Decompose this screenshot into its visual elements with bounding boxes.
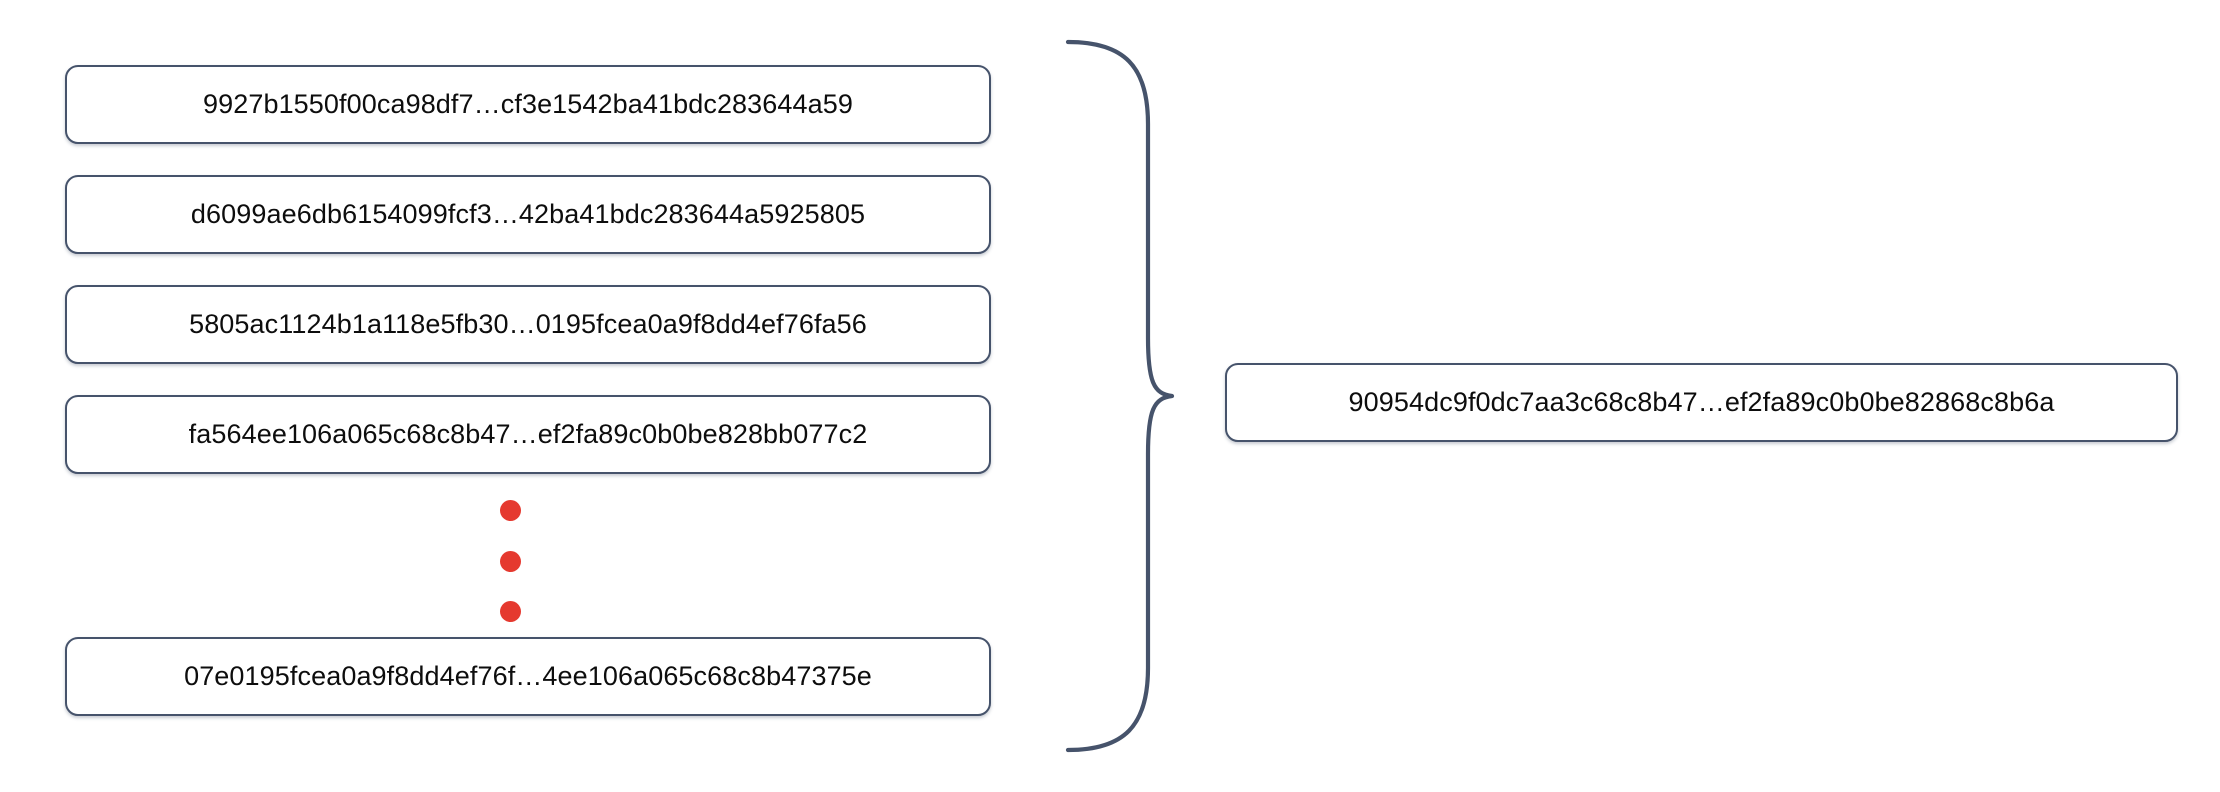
input-hash-box[interactable]: fa564ee106a065c68c8b47…ef2fa89c0b0be828b… [65,395,991,474]
input-hash-label: fa564ee106a065c68c8b47…ef2fa89c0b0be828b… [188,419,868,449]
input-hash-label: 07e0195fcea0a9f8dd4ef76f…4ee106a065c68c8… [184,661,872,691]
ellipsis-dot [499,601,521,622]
vertical-ellipsis-icon [498,500,522,622]
input-hash-box[interactable]: 07e0195fcea0a9f8dd4ef76f…4ee106a065c68c8… [65,637,991,716]
curly-brace-icon [1050,20,1200,770]
input-hash-label: 9927b1550f00ca98df7…cf3e1542ba41bdc28364… [202,89,853,119]
ellipsis-dot [499,500,521,521]
output-hash-label: 90954dc9f0dc7aa3c68c8b47…ef2fa89c0b0be82… [1348,387,2055,417]
input-hash-box[interactable]: 5805ac1124b1a118e5fb30…0195fcea0a9f8dd4e… [65,285,991,364]
input-hash-label: 5805ac1124b1a118e5fb30…0195fcea0a9f8dd4e… [189,309,867,339]
output-hash-box[interactable]: 90954dc9f0dc7aa3c68c8b47…ef2fa89c0b0be82… [1225,363,2178,442]
input-hash-label: d6099ae6db6154099fcf3…42ba41bdc283644a59… [190,199,866,229]
input-hash-box[interactable]: d6099ae6db6154099fcf3…42ba41bdc283644a59… [65,175,991,254]
input-hash-box[interactable]: 9927b1550f00ca98df7…cf3e1542ba41bdc28364… [65,65,991,144]
ellipsis-dot [499,550,521,572]
